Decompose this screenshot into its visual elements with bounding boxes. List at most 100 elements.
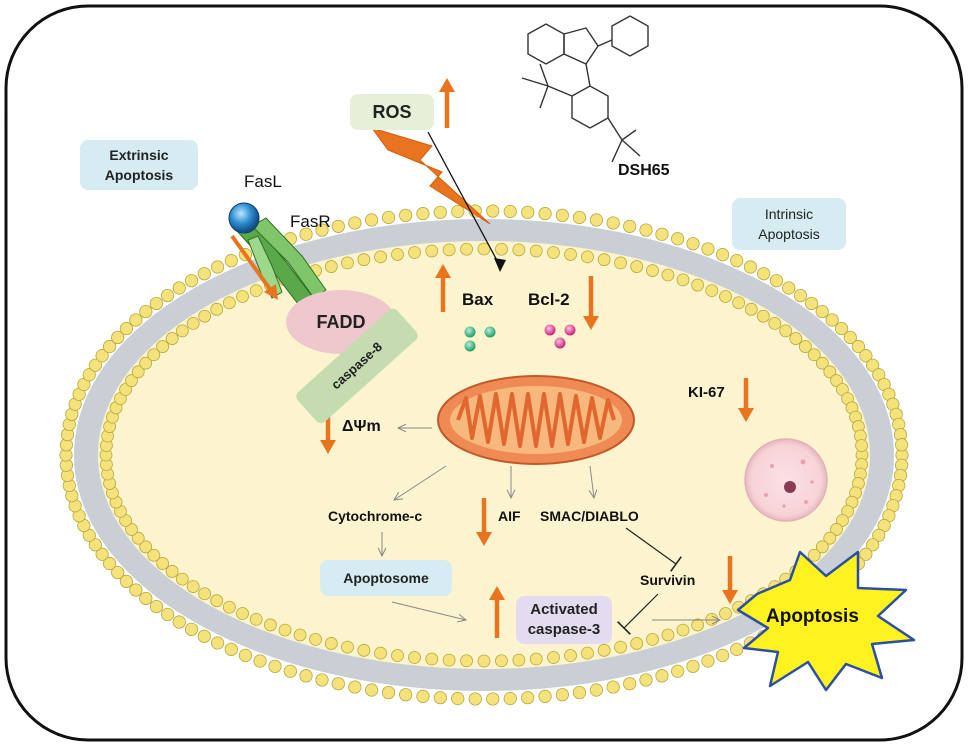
lipid-head <box>836 514 849 527</box>
lipid-head <box>529 652 543 666</box>
lipid-head <box>572 210 587 225</box>
lipid-head <box>95 547 109 561</box>
lipid-head <box>495 654 508 668</box>
lipid-head <box>315 223 329 237</box>
lipid-head <box>374 250 387 264</box>
thin-arrow <box>393 465 447 501</box>
thin-arrow <box>396 423 432 433</box>
orange-arrow <box>722 556 738 604</box>
lipid-head <box>744 302 758 316</box>
lipid-head <box>477 654 491 668</box>
lipid-head <box>131 531 145 545</box>
lipid-head <box>95 349 109 363</box>
lipid-head <box>357 253 371 267</box>
lipid-head <box>503 691 517 706</box>
lipid-head <box>238 648 253 662</box>
lipid-head <box>825 313 839 327</box>
lipid-head <box>433 205 447 219</box>
lipid-head <box>156 340 170 353</box>
lipid-head <box>597 643 611 657</box>
lipid-head <box>486 692 500 706</box>
lipid-head <box>160 288 175 303</box>
lipid-head <box>139 304 153 319</box>
lipid-head <box>129 313 143 327</box>
lipid-head <box>815 540 829 554</box>
bax-protein-icon <box>464 340 476 352</box>
lipid-head <box>381 685 396 700</box>
lipid-head <box>730 642 744 656</box>
lipid-head <box>88 538 102 552</box>
lipid-head <box>131 365 145 379</box>
lipid-head <box>623 677 637 691</box>
lipid-head <box>324 637 338 650</box>
lipid-head <box>639 223 653 237</box>
lipid-head <box>769 274 784 288</box>
lipid-head <box>606 680 620 694</box>
lipid-head <box>175 572 189 586</box>
lipid-head <box>798 340 812 353</box>
thin-arrow <box>588 465 598 500</box>
lipid-head <box>224 254 238 268</box>
lipid-head <box>757 267 771 281</box>
fasr-label: FasR <box>290 212 331 231</box>
lipid-head <box>119 322 134 336</box>
lipid-head <box>756 309 770 323</box>
lipid-head <box>364 683 379 697</box>
lipid-head <box>348 680 362 694</box>
lipid-head <box>866 538 880 552</box>
lipid-head <box>149 599 164 614</box>
lipid-head <box>855 439 868 452</box>
cytochrome-c-label: Cytochrome-c <box>328 508 423 524</box>
lipid-head <box>391 248 404 261</box>
lipid-head <box>425 652 439 666</box>
activated-caspase3-box: Activated caspase-3 <box>516 596 612 644</box>
lipid-head <box>547 246 560 259</box>
lipid-head <box>555 688 569 702</box>
lipid-head <box>433 691 447 705</box>
lipid-head <box>364 213 379 227</box>
delta-psi-m-label: ΔΨm <box>342 418 381 435</box>
orange-arrow <box>439 78 455 128</box>
lipid-head <box>512 243 526 257</box>
lipid-head <box>804 296 819 311</box>
nucleus-icon <box>744 438 828 522</box>
lipid-head <box>442 243 456 257</box>
lipid-head <box>866 358 880 372</box>
lipid-head <box>408 246 421 259</box>
lipid-head <box>676 623 690 637</box>
aif-label: AIF <box>498 508 521 524</box>
lipid-head <box>125 374 138 387</box>
lipid-head <box>823 365 837 379</box>
lipid-head <box>324 260 338 273</box>
lipid-head <box>186 316 200 330</box>
lipid-head <box>416 207 430 221</box>
dsh65-label: DSH65 <box>618 162 670 179</box>
lipid-head <box>730 254 744 268</box>
pathway-elements <box>320 78 754 638</box>
lipid-head <box>172 281 186 295</box>
lipid-head <box>299 669 313 683</box>
lipid-head <box>538 207 552 221</box>
lipid-head <box>779 324 793 338</box>
apoptosome-label: Apoptosome <box>343 570 429 586</box>
lipid-head <box>129 583 143 597</box>
lipid-head <box>495 242 508 256</box>
lipid-head <box>160 607 175 622</box>
survivin-label: Survivin <box>640 572 696 588</box>
extrinsic-apoptosis-box: Extrinsic Apoptosis <box>80 140 198 190</box>
lipid-head <box>743 260 758 274</box>
lipid-head <box>172 615 186 629</box>
lipid-head <box>807 548 821 562</box>
lipid-head <box>198 587 212 601</box>
orange-arrow <box>435 264 451 312</box>
lipid-head <box>102 339 117 354</box>
lipid-head <box>691 278 705 292</box>
lipid-head <box>719 607 732 620</box>
lipid-head <box>521 205 535 219</box>
extrinsic-label-line1: Extrinsic <box>109 147 169 163</box>
lipid-head <box>210 636 225 650</box>
lipid-head <box>843 330 857 345</box>
lipid-head <box>139 356 153 370</box>
lipid-head <box>823 531 837 545</box>
